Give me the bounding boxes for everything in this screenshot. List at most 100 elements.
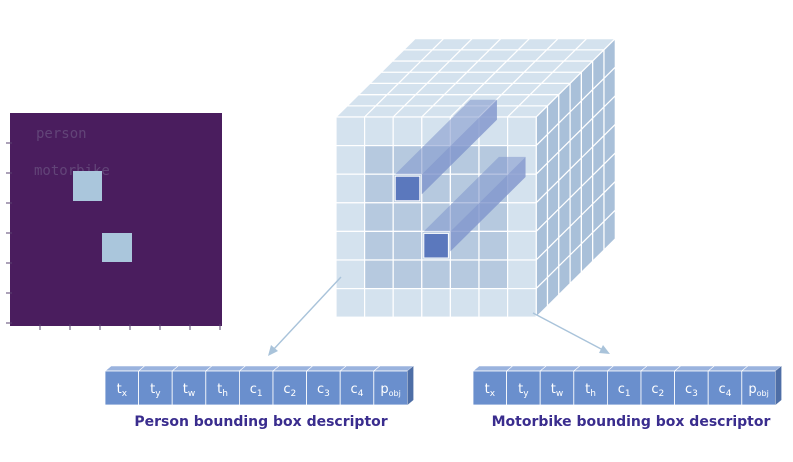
descriptor-cell <box>138 370 173 406</box>
descriptor-cell <box>640 370 675 406</box>
cube-front-cell <box>421 259 451 290</box>
descriptor-cell-label: tw <box>551 382 563 399</box>
heatmap-panel: person motorbike <box>6 113 222 330</box>
cube-front-cell <box>392 288 423 318</box>
cube-front-cell <box>364 116 394 147</box>
descriptor-cell-top <box>539 365 581 372</box>
descriptor-cell <box>607 370 642 406</box>
cube-front-cell <box>335 116 366 147</box>
descriptor-cell <box>573 370 608 406</box>
descriptor-cell-label: c3 <box>317 382 330 399</box>
cube-front-cell <box>364 230 394 261</box>
descriptor-cell-top <box>272 365 314 372</box>
cube-front-cell <box>449 259 480 290</box>
cube-front-cell <box>364 145 394 175</box>
descriptor-cell-label: c2 <box>283 382 296 399</box>
descriptor-cell-label: c4 <box>719 382 732 399</box>
descriptor-cell-top <box>171 365 213 372</box>
descriptor-cell <box>506 370 541 406</box>
cube-front-cell <box>478 288 509 318</box>
cube-front-cell <box>335 145 366 175</box>
heatmap-person-box <box>73 171 102 201</box>
cube-front-cell <box>335 288 366 318</box>
descriptor-cell-top <box>372 365 415 372</box>
descriptor-cell-label: ty <box>518 382 529 399</box>
descriptor-cell <box>306 370 341 406</box>
cube-right-face <box>535 37 616 319</box>
descriptor-cell-label: c2 <box>651 382 664 399</box>
cube-front-cell <box>364 202 394 233</box>
arrows <box>268 276 610 356</box>
descriptor-cell <box>741 370 776 406</box>
cube-front-cell <box>507 259 537 290</box>
descriptor-cell <box>707 370 743 406</box>
cube-front-cell <box>392 202 423 233</box>
cube-front-cell <box>507 202 537 233</box>
cube-depth-tube <box>421 99 497 195</box>
cube-front-cell <box>335 259 366 290</box>
descriptor-cell-label: c1 <box>618 382 631 399</box>
descriptor-cell <box>373 370 408 406</box>
descriptor-cell-top <box>572 365 615 372</box>
cube-front-cell <box>364 173 394 204</box>
cube-depth-tube <box>450 156 526 252</box>
descriptor-cell <box>104 370 139 406</box>
cube-front-cell <box>392 259 423 290</box>
descriptor-cell <box>339 370 375 406</box>
cube-front-cell <box>364 259 394 290</box>
descriptor-cell-label: c3 <box>685 382 698 399</box>
descriptor-cell-label: c4 <box>351 382 364 399</box>
arrow-head-left <box>268 345 278 356</box>
heatmap-background <box>10 113 222 326</box>
descriptor-cell <box>674 370 709 406</box>
heatmap-ticks <box>6 142 221 330</box>
cube-highlight-cell <box>394 175 421 202</box>
descriptor-cell-label: c1 <box>250 382 263 399</box>
cube-front-cell <box>421 288 451 318</box>
descriptor-cell-top <box>104 365 146 372</box>
cube-depth-tube-top <box>423 156 526 232</box>
heatmap-motorbike-box <box>102 233 132 262</box>
arrow-to-person-descriptor <box>272 276 342 351</box>
cube-front-cell <box>335 173 366 204</box>
person-descriptor-caption: Person bounding box descriptor <box>134 414 388 430</box>
heatmap-label-person: person <box>36 126 87 142</box>
cube-front-cell <box>478 259 509 290</box>
cube-front-cell <box>364 288 394 318</box>
descriptor-cell-top <box>673 365 716 372</box>
cube-front-cell <box>507 288 537 318</box>
cube-highlight-cell <box>423 232 449 259</box>
cube-front-cell <box>392 230 423 261</box>
descriptor-cell <box>472 370 507 406</box>
descriptor-cell-label: tx <box>485 382 496 399</box>
cube-front-cell <box>478 230 509 261</box>
descriptor-cell-top <box>137 365 180 372</box>
descriptor-cell-top <box>606 365 648 372</box>
descriptor-cell-top <box>472 365 514 372</box>
cube-side-cell <box>603 208 616 252</box>
descriptor-cell <box>539 370 575 406</box>
descriptor-cell-label: th <box>217 382 228 399</box>
descriptor-cell-top <box>740 365 783 372</box>
cube-front-cell <box>449 288 480 318</box>
cube-depth-tube-top <box>395 99 497 175</box>
descriptor-cell-top <box>204 365 247 372</box>
feature-cube <box>334 37 617 319</box>
descriptor-cell <box>272 370 307 406</box>
descriptor-cell-label: tx <box>117 382 128 399</box>
descriptor-cell-top <box>339 365 381 372</box>
descriptor-cell-label: tw <box>183 382 195 399</box>
cube-highlight-cells <box>394 99 526 259</box>
descriptor-cell <box>205 370 240 406</box>
descriptor-strip-side <box>407 366 414 405</box>
motorbike-descriptor-caption: Motorbike bounding box descriptor <box>491 414 771 430</box>
cube-front-cell <box>507 230 537 261</box>
arrow-head-right <box>599 345 610 354</box>
descriptor-cell-label: th <box>585 382 596 399</box>
descriptor-cell-top <box>238 365 280 372</box>
arrow-to-motorbike-descriptor <box>532 312 604 351</box>
descriptor-cell-label: pobj <box>380 382 400 398</box>
